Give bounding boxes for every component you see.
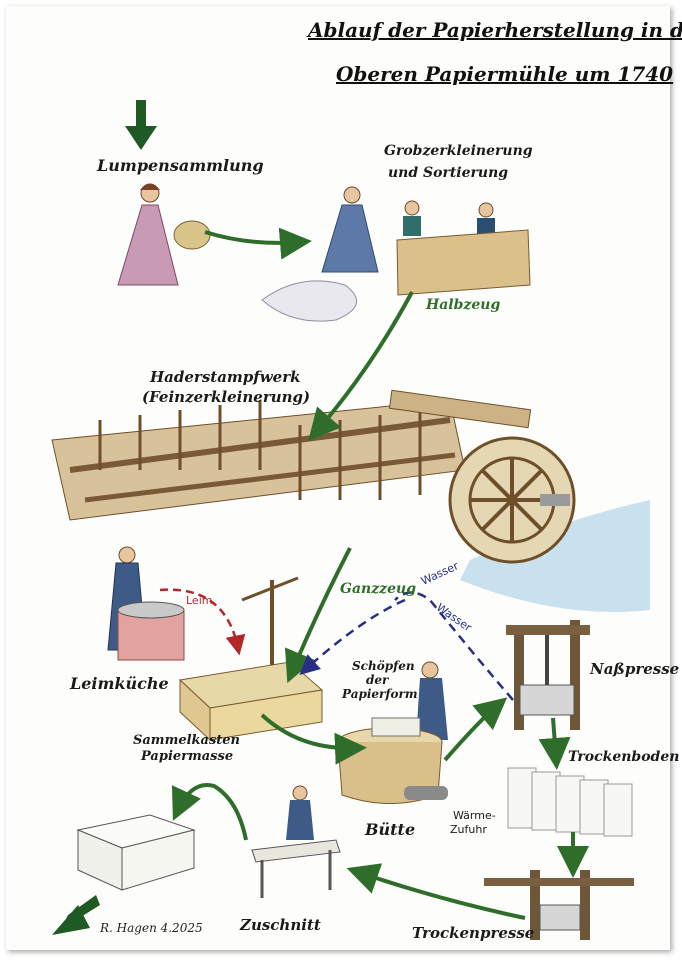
water-lines: [299, 591, 514, 701]
start-arrow-icon: [125, 100, 157, 150]
vat-scene: [337, 661, 448, 804]
label-leim: Leim: [186, 594, 213, 607]
label-halbzeug: Halbzeug: [426, 297, 501, 313]
label-lumpensammlung: Lumpensammlung: [97, 156, 264, 175]
label-papierform: Papierform: [342, 687, 418, 701]
title-line-2: Oberen Papiermühle um 1740: [336, 62, 674, 86]
label-grobzerkleinerung: Grobzerkleinerung: [384, 143, 533, 159]
wet-press: [506, 620, 590, 730]
paper-stack: [76, 814, 196, 891]
label-trockenpresse: Trockenpresse: [412, 924, 535, 942]
label-ganzzeug: Ganzzeug: [340, 581, 416, 597]
cutting-station: [251, 785, 341, 898]
label-zuschnitt: Zuschnitt: [240, 916, 321, 934]
label-zufuhr: Zufuhr: [450, 823, 487, 836]
title-line-1: Ablauf der Papierherstellung in der: [308, 18, 682, 42]
label-leimkueche: Leimküche: [70, 674, 169, 693]
stamping-mill: [51, 389, 532, 521]
end-arrow-icon: [52, 895, 100, 935]
water-wheel: [448, 436, 650, 612]
label-der: der: [366, 673, 389, 687]
label-trockenboden: Trockenboden: [568, 749, 680, 765]
glue-kitchen: [107, 546, 185, 661]
label-papiermasse: Papiermasse: [141, 749, 234, 764]
drying-loft: [507, 767, 633, 837]
label-feinzerkleinerung: (Feinzerkleinerung): [142, 388, 311, 406]
dry-press: [484, 870, 634, 940]
label-haderstampfwerk: Haderstampfwerk: [150, 368, 301, 386]
label-nasspresse: Naßpresse: [590, 660, 680, 678]
label-sammelkasten: Sammelkasten: [133, 733, 241, 748]
flow-arrows: [171, 227, 589, 920]
label-waerme: Wärme-: [453, 809, 496, 822]
sorting-scene: [261, 186, 531, 322]
glue-line: [159, 588, 246, 656]
label-sortierung: und Sortierung: [388, 165, 509, 181]
artist-signature: R. Hagen 4.2025: [100, 921, 203, 935]
rag-collector-figure: [117, 183, 211, 286]
label-schoepfen: Schöpfen: [352, 659, 415, 673]
label-buette: Bütte: [365, 820, 416, 839]
